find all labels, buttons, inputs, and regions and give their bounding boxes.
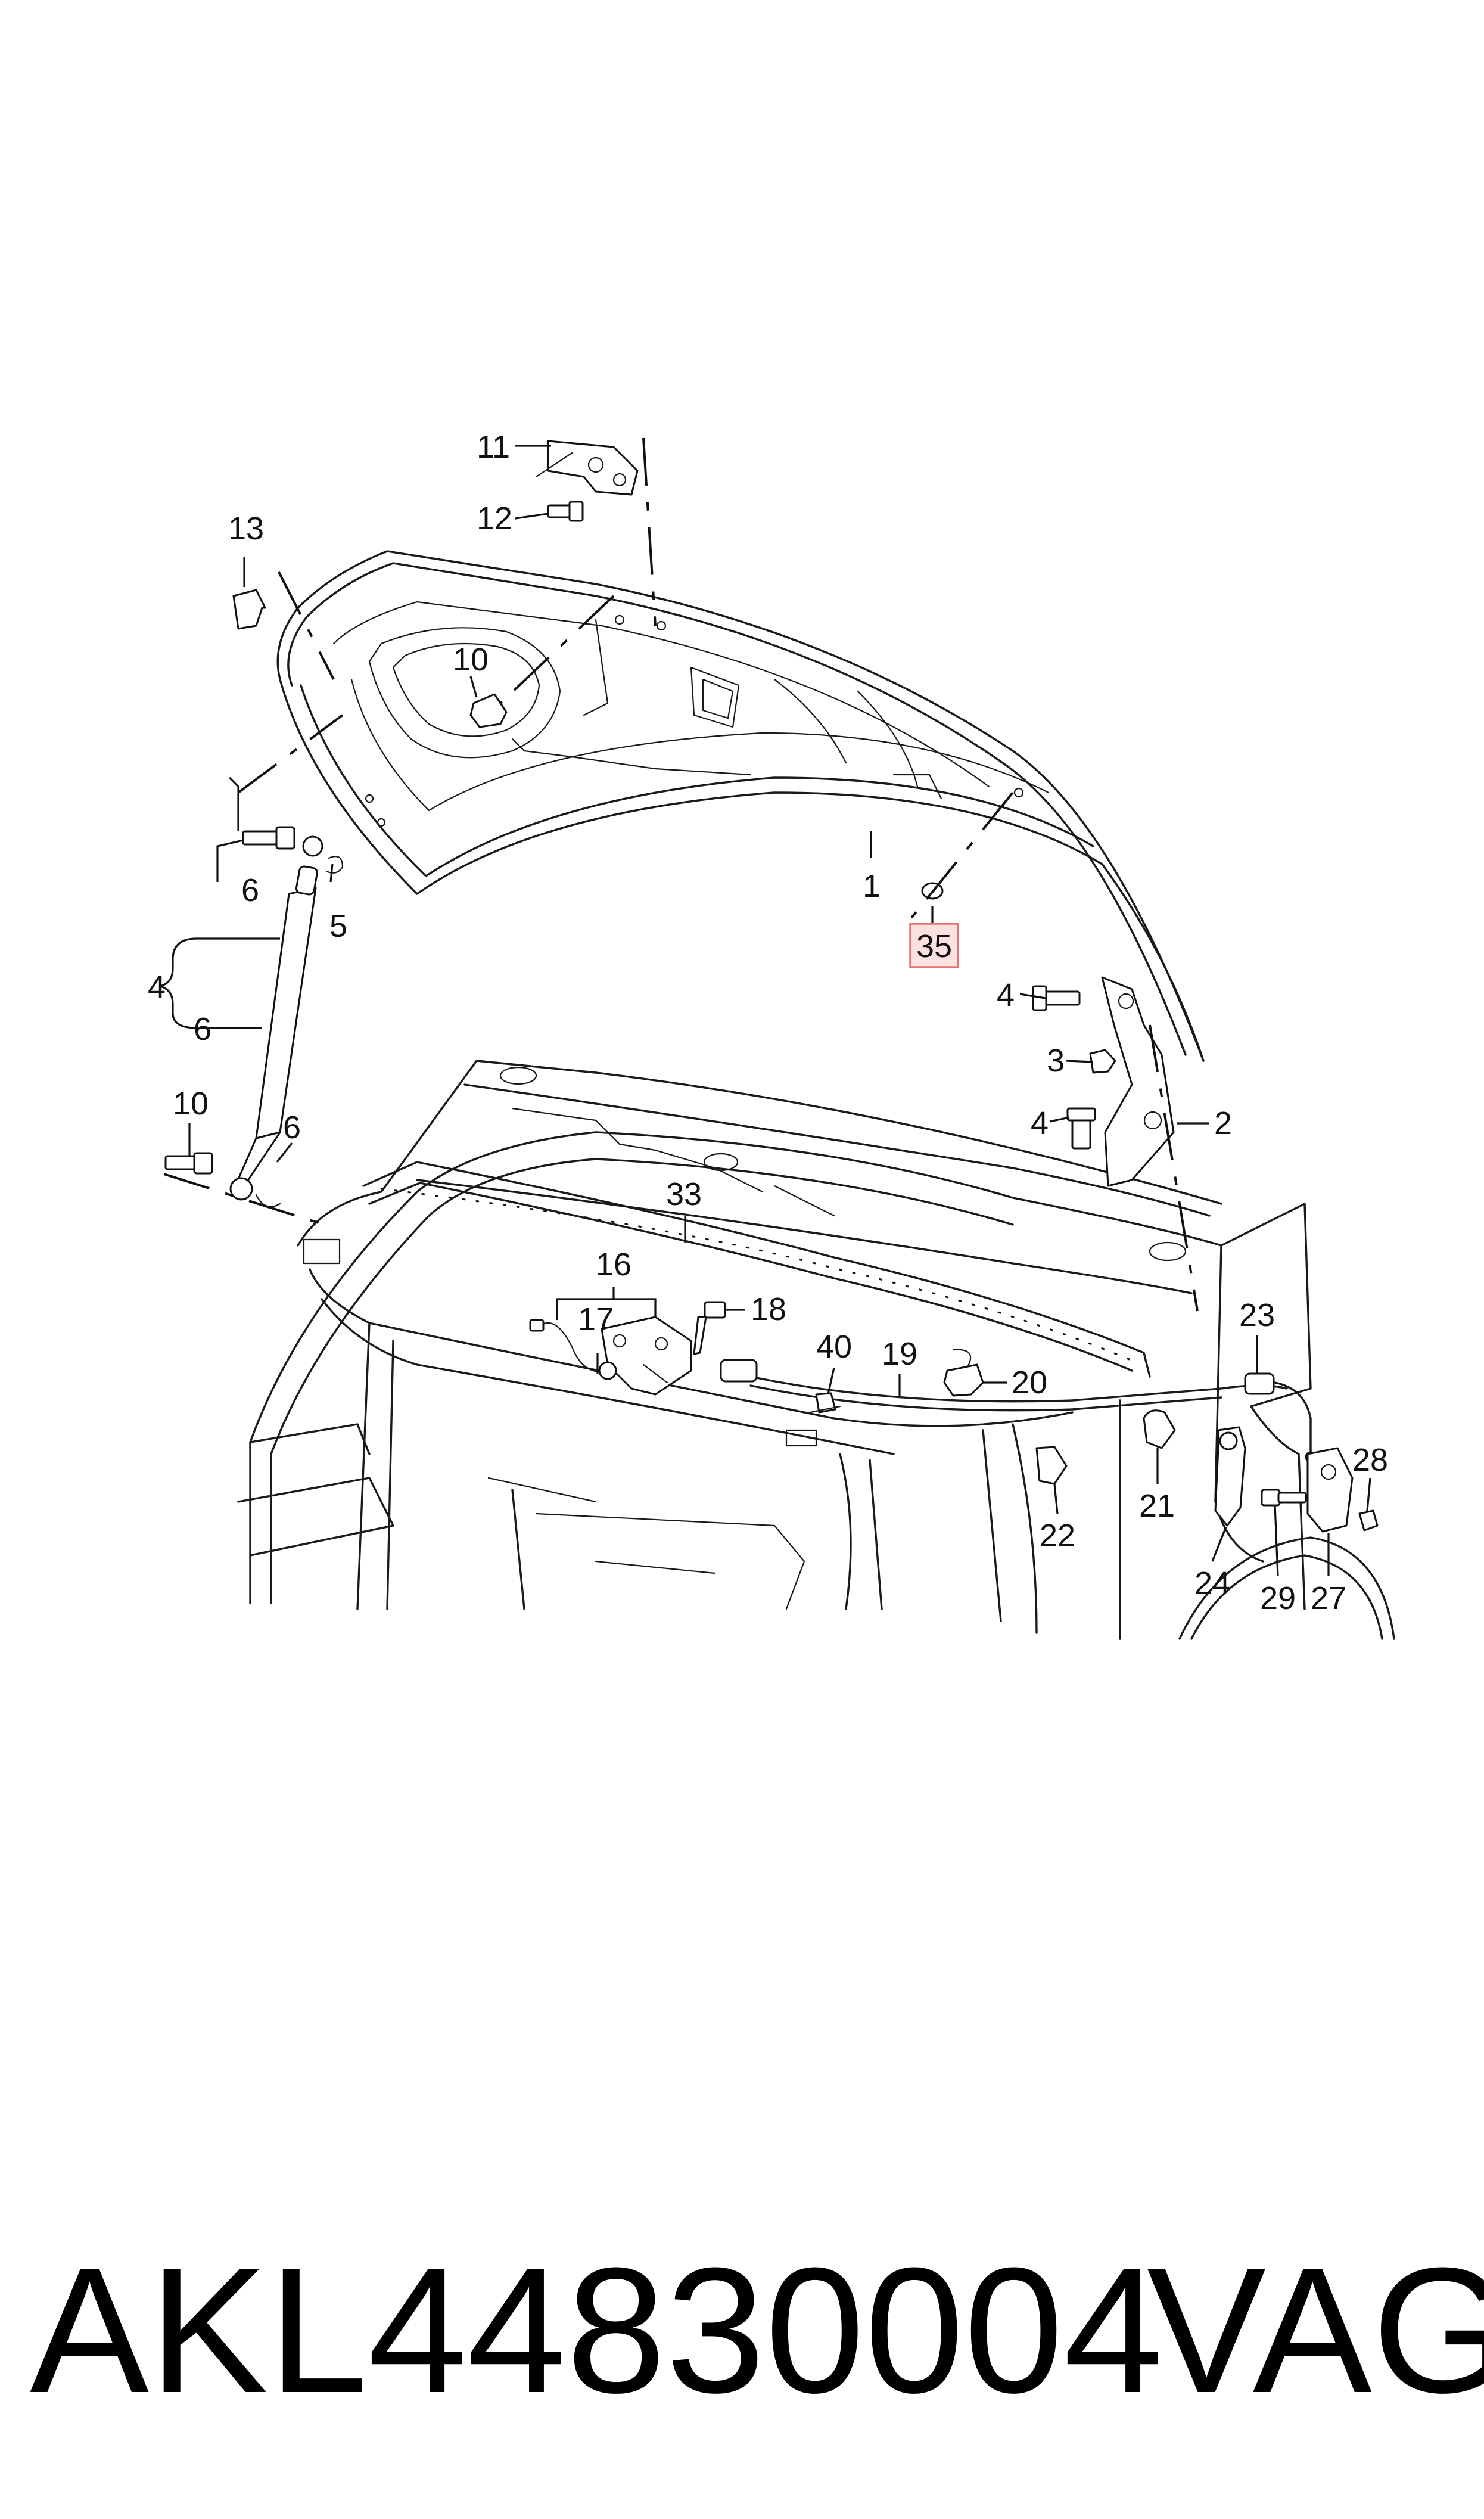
hood-lock — [529, 1316, 692, 1396]
callout-29[interactable]: 29 — [1260, 1580, 1296, 1616]
body-structure — [237, 1060, 1395, 1640]
callout-6-mid[interactable]: 6 — [194, 1011, 211, 1047]
callout-27[interactable]: 27 — [1311, 1580, 1346, 1616]
callout-12[interactable]: 11 — [477, 429, 510, 465]
clip-22 — [1035, 1446, 1068, 1485]
callout-18[interactable]: 18 — [751, 1291, 786, 1327]
callout-35[interactable]: 35 — [916, 928, 952, 964]
gas-strut — [229, 865, 318, 1201]
clip-20 — [943, 1349, 984, 1397]
callout-4-bottom[interactable]: 4 — [1031, 1105, 1049, 1141]
callout-2[interactable]: 2 — [1214, 1105, 1232, 1141]
ball-stud-10-top — [242, 826, 323, 857]
screw-29 — [1261, 1489, 1307, 1507]
callout-22[interactable]: 22 — [1040, 1518, 1075, 1554]
release-cable — [720, 1359, 1317, 1463]
brand-name: VAG — [1147, 2230, 1484, 2430]
clip-28 — [1358, 1509, 1379, 1532]
callout-17[interactable]: 17 — [578, 1302, 614, 1337]
striker-bracket — [535, 440, 639, 496]
release-lever — [1214, 1426, 1246, 1527]
callout-28[interactable]: 28 — [1352, 1442, 1388, 1478]
callout-13[interactable]: 12 — [477, 501, 512, 536]
leader-lines — [159, 445, 1371, 1577]
footer-caption: AKL44830004 VAG — [0, 2241, 1484, 2419]
callout-4-top[interactable]: 4 — [997, 977, 1015, 1013]
part-number: AKL44830004 — [30, 2230, 1163, 2430]
callout-19[interactable]: 19 — [882, 1336, 917, 1372]
clip-40 — [809, 1392, 841, 1414]
callout-11[interactable]: 10 — [453, 642, 489, 678]
bolt-13 — [547, 501, 584, 522]
lever-bracket — [1306, 1447, 1354, 1533]
callout-3[interactable]: 3 — [1047, 1043, 1065, 1079]
clip-21 — [1143, 1409, 1176, 1449]
callout-1[interactable]: 1 — [863, 868, 881, 904]
callout-10-top[interactable]: 6 — [241, 872, 259, 908]
callout-40[interactable]: 40 — [816, 1329, 852, 1365]
callout-highlight-box — [909, 923, 959, 968]
callout-6-top[interactable]: 5 — [329, 908, 347, 944]
callout-33[interactable]: 33 — [666, 1176, 702, 1212]
callout-labels: 11 12 13 10 6 5 4 6 10 6 1 35 4 3 4 2 33… — [148, 429, 1388, 1616]
callout-16[interactable]: 16 — [596, 1247, 631, 1282]
hood-panel — [276, 550, 1205, 1062]
ball-stud-10-bottom — [164, 1152, 213, 1175]
callout-6-bottom[interactable]: 6 — [283, 1110, 301, 1145]
callout-24[interactable]: 24 — [1194, 1566, 1230, 1601]
buffer-11 — [469, 693, 508, 728]
callout-20[interactable]: 20 — [1012, 1365, 1047, 1400]
assembly-lines — [163, 437, 1199, 1312]
callout-15[interactable]: 13 — [228, 511, 264, 546]
callout-21[interactable]: 21 — [1139, 1488, 1175, 1524]
callout-5[interactable]: 4 — [148, 970, 166, 1005]
callout-10-bottom[interactable]: 10 — [173, 1086, 209, 1122]
buffer-15 — [232, 589, 266, 630]
hood-hinge — [1032, 976, 1175, 1187]
callout-23[interactable]: 23 — [1239, 1297, 1275, 1333]
hood-seal — [362, 1161, 1151, 1378]
screw-18 — [693, 1301, 726, 1355]
